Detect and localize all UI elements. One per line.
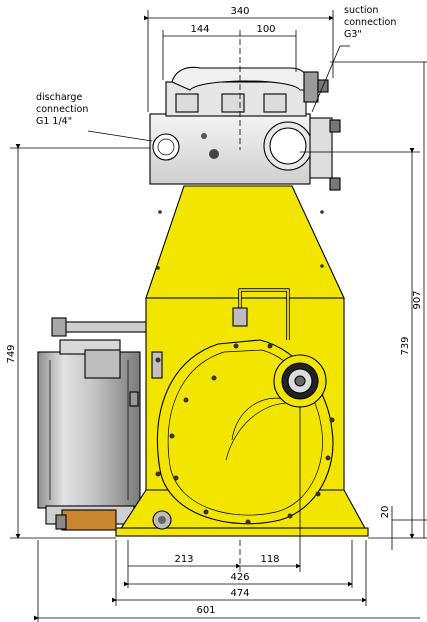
dim-749: 749 (6, 344, 17, 363)
dim-100: 100 (256, 24, 275, 35)
dim-144: 144 (190, 24, 209, 35)
discharge-label-1: discharge (36, 92, 82, 103)
motor-cylinder (37, 339, 141, 531)
suction-label-3: G3" (344, 29, 362, 40)
dim-118: 118 (260, 554, 279, 565)
dim-20: 20 (380, 506, 391, 519)
valve-housing (149, 66, 341, 191)
dim-907: 907 (412, 290, 423, 309)
top-pipe (51, 317, 153, 337)
discharge-label-2: connection (36, 104, 88, 115)
dim-474: 474 (230, 588, 249, 599)
suction-label-2: connection (344, 17, 396, 28)
dim-739: 739 (400, 336, 411, 355)
dim-601: 601 (196, 605, 215, 616)
dim-340: 340 (230, 6, 249, 17)
dim-213: 213 (174, 554, 193, 565)
pump-body (115, 185, 369, 537)
dimension-lines (10, 10, 427, 622)
dim-426: 426 (230, 572, 249, 583)
discharge-label-3: G1 1/4" (36, 116, 72, 127)
suction-label-1: suction (344, 5, 378, 16)
